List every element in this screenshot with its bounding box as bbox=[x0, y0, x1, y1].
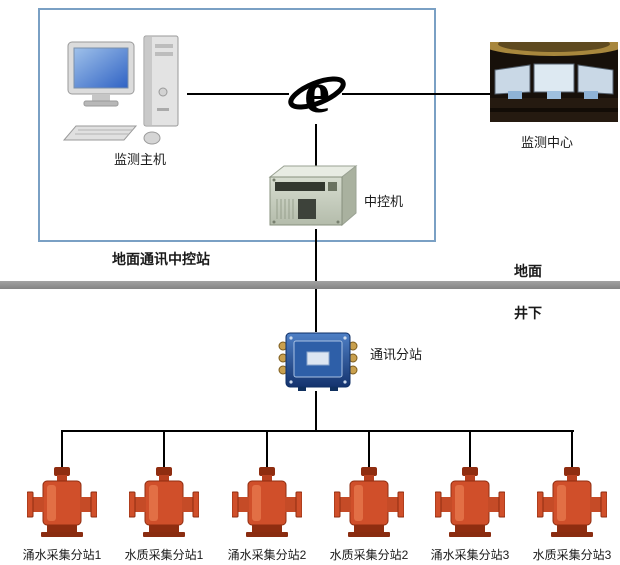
device-node-1 bbox=[26, 466, 98, 540]
underground-zone-label: 井下 bbox=[514, 305, 542, 321]
substation-image bbox=[278, 330, 358, 397]
device-label-2: 水质采集分站1 bbox=[124, 548, 204, 562]
e-glyph: e bbox=[304, 60, 330, 125]
device-label-5: 涌水采集分站3 bbox=[430, 548, 510, 562]
connector-controller-substation bbox=[315, 229, 317, 332]
connector-host-internet bbox=[187, 93, 289, 95]
surface-station-label: 地面通讯中控站 bbox=[112, 251, 210, 267]
device-label-1: 涌水采集分站1 bbox=[22, 548, 102, 562]
device-label-6: 水质采集分站3 bbox=[532, 548, 612, 562]
drop-line-6 bbox=[571, 432, 573, 467]
device-node-3 bbox=[231, 466, 303, 540]
center-label: 监测中心 bbox=[520, 135, 573, 150]
controller-label: 中控机 bbox=[364, 194, 404, 209]
bus-line bbox=[61, 430, 574, 432]
device-label-4: 水质采集分站2 bbox=[329, 548, 409, 562]
drop-line-4 bbox=[368, 432, 370, 467]
device-node-5 bbox=[434, 466, 506, 540]
device-label-3: 涌水采集分站2 bbox=[227, 548, 307, 562]
ground-divider bbox=[0, 281, 620, 289]
host-label: 监测主机 bbox=[113, 152, 166, 167]
connector-internet-controller bbox=[315, 124, 317, 166]
connector-internet-center bbox=[342, 93, 492, 95]
device-node-6 bbox=[536, 466, 608, 540]
drop-line-2 bbox=[163, 432, 165, 467]
substation-label: 通讯分站 bbox=[370, 347, 423, 362]
monitoring-host-image bbox=[62, 34, 188, 155]
surface-zone-label: 地面 bbox=[514, 263, 542, 279]
control-machine-image bbox=[264, 163, 360, 236]
device-node-4 bbox=[333, 466, 405, 540]
device-node-2 bbox=[128, 466, 200, 540]
internet-e-icon: e bbox=[288, 60, 346, 131]
drop-line-1 bbox=[61, 432, 63, 467]
monitoring-center-photo bbox=[480, 30, 620, 127]
connector-substation-bus bbox=[315, 391, 317, 432]
drop-line-3 bbox=[266, 432, 268, 467]
drop-line-5 bbox=[469, 432, 471, 467]
